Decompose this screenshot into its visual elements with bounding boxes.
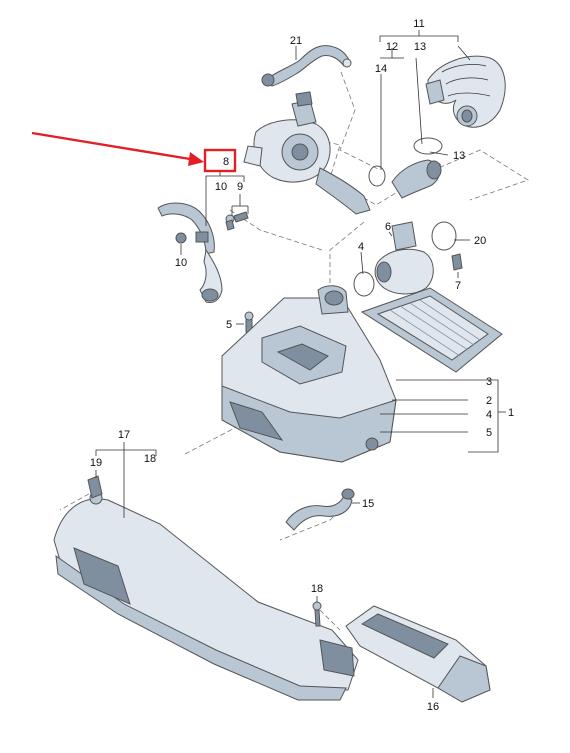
callout-20: 20 <box>474 235 486 247</box>
callout-16: 16 <box>427 701 439 713</box>
callout-15: 15 <box>362 498 374 510</box>
callout-5-right: 5 <box>486 427 492 439</box>
callout-10-lower: 10 <box>175 257 187 269</box>
callout-4-right: 4 <box>486 409 492 421</box>
callout-18-lower: 18 <box>311 583 323 595</box>
part-17-intake-duct <box>53 491 359 701</box>
callout-4-top: 4 <box>358 241 364 253</box>
callout-7: 7 <box>455 280 461 292</box>
callout-labels: 11 12 13 14 21 13 8 10 9 10 6 20 4 7 5 3… <box>90 18 514 713</box>
part-1-air-filter-housing <box>221 285 397 463</box>
callout-13-lower: 13 <box>453 150 465 162</box>
part-10-nut <box>175 232 187 244</box>
callout-10-top: 10 <box>215 181 227 193</box>
part-20-clamp <box>431 221 457 251</box>
highlight-box <box>203 148 237 173</box>
callout-12: 12 <box>386 41 398 53</box>
callout-18-upper: 18 <box>144 453 156 465</box>
part-13-clamp-upper <box>413 137 443 155</box>
callout-21: 21 <box>290 35 302 47</box>
callout-6: 6 <box>385 221 391 233</box>
part-7-bolt <box>451 253 463 271</box>
callout-2: 2 <box>486 395 492 407</box>
callout-14: 14 <box>375 63 387 75</box>
part-11-intake-hose <box>425 55 506 128</box>
part-9-bolt-set <box>225 211 249 231</box>
part-19-clip <box>87 475 103 499</box>
callout-1: 1 <box>508 407 514 419</box>
callout-13-top: 13 <box>414 41 426 53</box>
part-5-bolt <box>244 311 254 333</box>
callout-11: 11 <box>413 18 424 30</box>
part-18-screw <box>312 601 322 627</box>
part-15-hose <box>285 488 355 531</box>
callout-8: 8 <box>223 156 229 168</box>
part-4-seal-ring <box>353 271 375 297</box>
leader-lines <box>95 30 506 698</box>
callout-3: 3 <box>486 376 492 388</box>
callout-17: 17 <box>118 429 130 441</box>
callout-5-left: 5 <box>226 319 232 331</box>
part-16-intake-scoop <box>345 605 491 703</box>
turbocharger <box>243 91 371 215</box>
part-6-air-mass-meter <box>374 221 434 295</box>
highlight-arrow <box>31 131 204 166</box>
callout-9: 9 <box>237 181 243 193</box>
callout-19: 19 <box>90 457 102 469</box>
part-14-seal-ring <box>368 165 386 187</box>
part-8-oil-pipe <box>157 202 223 303</box>
part-3-filter-element <box>360 287 503 373</box>
part-12-connector-pipe <box>391 159 442 199</box>
part-21-small-hose <box>261 45 352 87</box>
